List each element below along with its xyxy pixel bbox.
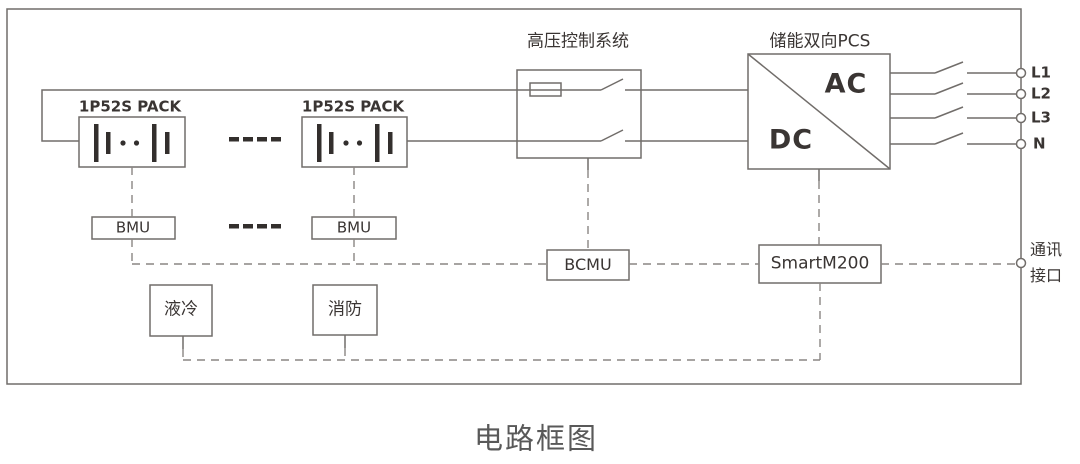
output-switch-l2 — [890, 82, 1017, 95]
diagram-caption: 电路框图 — [473, 421, 599, 456]
pcs-dc-label: DC — [768, 124, 814, 156]
terminal-l2-label: L2 — [1031, 84, 1051, 103]
comm-port-label-line2: 接口 — [1030, 266, 1063, 285]
connector-stubs — [182, 158, 820, 349]
bmu-continuation-dashes — [229, 224, 281, 229]
terminal-l3 — [1015, 112, 1027, 124]
pack-continuation-dashes — [229, 137, 281, 142]
terminal-circles — [1015, 67, 1027, 269]
pack-2-label: 1P52S PACK — [301, 97, 405, 116]
liquid-cooling-box — [149, 284, 213, 337]
terminal-comm — [1015, 257, 1027, 269]
dc-switch-1 — [600, 78, 748, 91]
output-switch-l1 — [890, 61, 1017, 74]
component-boxes — [78, 53, 891, 337]
comm-port-label-line1: 通讯 — [1030, 240, 1063, 259]
auxiliary-bus — [182, 283, 821, 361]
pcs-diagonal-line — [747, 53, 891, 170]
system-enclosure-border — [6, 8, 1022, 385]
terminal-l1 — [1015, 67, 1027, 79]
pcs-title: 储能双向PCS — [769, 31, 871, 52]
communication-wiring — [131, 167, 1016, 361]
output-switch-l3 — [890, 106, 1017, 119]
output-switch-n — [890, 132, 1017, 145]
bmu-1-box — [91, 216, 176, 240]
dc-wiring — [41, 78, 748, 142]
fire-protection-label: 消防 — [328, 299, 362, 320]
hv-control-title: 高压控制系统 — [527, 31, 629, 52]
bcmu-label: BCMU — [564, 255, 612, 274]
terminal-l3-label: L3 — [1031, 108, 1051, 127]
terminal-n-label: N — [1033, 134, 1046, 153]
battery-symbol-pack2 — [317, 124, 393, 162]
dc-switch-2 — [600, 129, 748, 142]
ac-output-wiring — [890, 61, 1017, 145]
fire-protection-box — [312, 284, 378, 336]
liquid-cooling-label: 液冷 — [164, 299, 198, 320]
fuse-symbol — [529, 82, 562, 97]
hv-control-box — [516, 69, 642, 159]
smartm200-label: SmartM200 — [770, 253, 870, 274]
pack-1-label: 1P52S PACK — [78, 97, 182, 116]
dc-positive-bus-line — [41, 89, 601, 142]
bmu-2-label: BMU — [336, 218, 372, 237]
pcs-ac-label: AC — [824, 68, 868, 100]
terminal-l1-label: L1 — [1031, 63, 1051, 82]
battery-symbol-pack1 — [94, 124, 170, 162]
bcmu-box — [546, 249, 630, 281]
terminal-n — [1015, 138, 1027, 150]
terminal-l2 — [1015, 88, 1027, 100]
bmu-1-label: BMU — [115, 218, 151, 237]
